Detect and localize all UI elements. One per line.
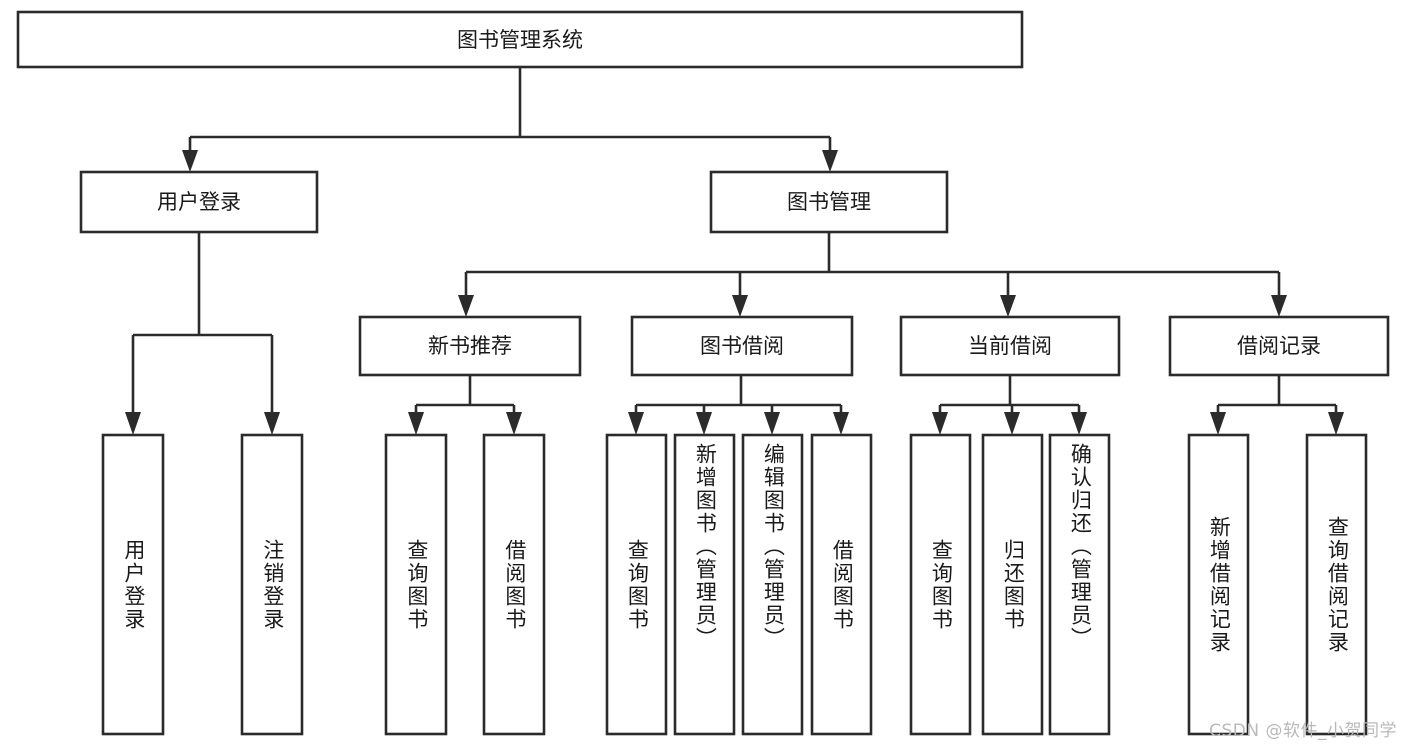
leaf-box-query-record[interactable] [1305, 433, 1368, 736]
leaf-box-borrow-book-b[interactable] [810, 433, 873, 736]
node-book-borrow-label: 图书借阅 [700, 334, 784, 358]
node-user-login-label: 用户登录 [157, 190, 241, 214]
node-current-borrow[interactable]: 当前借阅 [899, 315, 1121, 377]
node-root[interactable]: 图书管理系统 [16, 10, 1024, 69]
node-new-book-recommend-label: 新书推荐 [428, 334, 512, 358]
node-new-book-recommend[interactable]: 新书推荐 [358, 315, 582, 377]
leaf-node-layer [101, 433, 1368, 736]
leaf-box-logout[interactable] [240, 433, 304, 736]
arrow-head-leaf-add-record [1210, 412, 1226, 435]
arrow-head-leaf-borrow-book-a [506, 412, 522, 435]
leaf-box-query-book-a[interactable] [384, 433, 448, 736]
leaf-box-query-book-c[interactable] [909, 433, 972, 736]
arrow-head-leaf-return-book [1004, 412, 1020, 435]
leaf-box-return-book[interactable] [981, 433, 1044, 736]
node-book-management[interactable]: 图书管理 [709, 170, 949, 234]
arrow-head-leaf-query-book-b [628, 412, 644, 435]
arrow-head-leaf-query-book-c [932, 412, 948, 435]
node-user-login[interactable]: 用户登录 [79, 170, 319, 234]
leaf-box-add-book[interactable] [673, 433, 736, 736]
leaf-box-add-record[interactable] [1187, 433, 1250, 736]
arrow-head-borrow-record [1271, 295, 1287, 317]
arrow-head-leaf-borrow-book-b [833, 412, 849, 435]
connector-layer [125, 67, 1344, 435]
arrow-head-leaf-edit-book [764, 412, 780, 435]
arrow-head-leaf-query-record [1328, 412, 1344, 435]
node-borrow-record-label: 借阅记录 [1237, 334, 1321, 358]
leaf-box-edit-book[interactable] [741, 433, 804, 736]
arrow-head-user-login [182, 150, 198, 172]
arrow-head-new-book-rec [458, 295, 474, 317]
arrow-head-leaf-query-book-a [408, 412, 424, 435]
node-root-label: 图书管理系统 [457, 28, 583, 52]
csdn-watermark: CSDN @软件_小贺同学 [1209, 721, 1397, 741]
node-borrow-record[interactable]: 借阅记录 [1168, 315, 1390, 377]
arrow-head-current-borrow [1000, 295, 1016, 317]
leaf-box-confirm-return[interactable] [1048, 433, 1111, 736]
arrow-head-book-borrow [732, 295, 748, 317]
arrow-head-leaf-add-book [696, 412, 712, 435]
node-book-management-label: 图书管理 [787, 190, 871, 214]
leaf-box-query-book-b[interactable] [605, 433, 668, 736]
arrow-head-leaf-confirm-return [1071, 412, 1087, 435]
leaf-box-borrow-book-a[interactable] [482, 433, 546, 736]
node-book-borrow[interactable]: 图书借阅 [630, 315, 854, 377]
arrow-head-leaf-logout [264, 412, 280, 435]
leaf-box-user-login[interactable] [101, 433, 165, 736]
node-layer: 图书管理系统 用户登录 图书管理 新书推荐 图书借阅 当前 [16, 10, 1390, 736]
node-current-borrow-label: 当前借阅 [968, 334, 1052, 358]
arrow-head-book-mgmt [822, 150, 838, 172]
arrow-head-leaf-user-login [125, 412, 141, 435]
